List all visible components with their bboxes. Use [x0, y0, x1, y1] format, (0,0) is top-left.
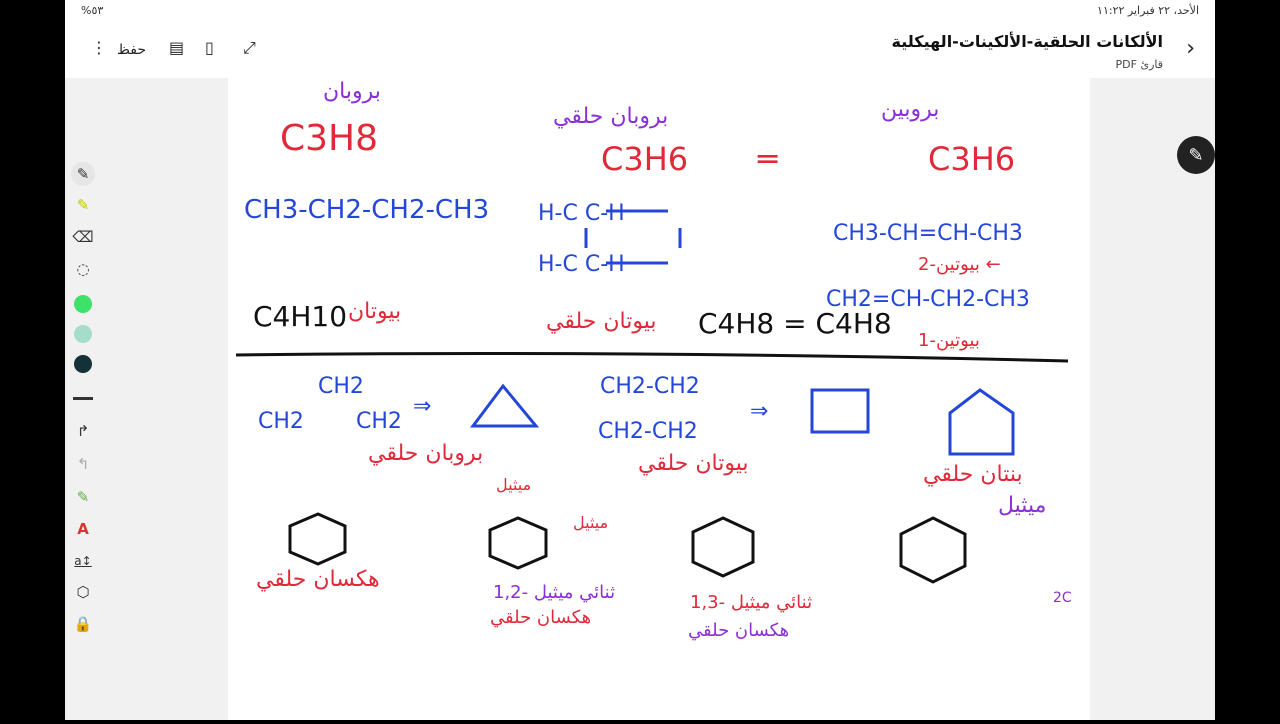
note-butane-formula: C4H10 [253, 300, 347, 333]
note-cyclopentane: بنتان حلقي [923, 462, 1023, 487]
note-propane-structure: CH3-CH2-CH2-CH3 [244, 195, 489, 225]
redo-icon[interactable]: ↱ [76, 422, 90, 440]
note-methyl-a: ميثيل [998, 493, 1046, 518]
document-settings-icon[interactable]: ▤ [169, 38, 185, 57]
shapes-icon[interactable]: ⬡ [76, 583, 90, 601]
fullscreen-icon[interactable]: ⤢ [243, 38, 256, 57]
pentagon-shape [948, 388, 1015, 456]
color-dark[interactable] [71, 352, 95, 376]
lock-icon[interactable]: 🔒 [73, 615, 93, 633]
pen-icon[interactable]: ✎ [71, 162, 95, 186]
text-size-icon[interactable]: a↕ [74, 554, 92, 568]
note-propane: بروبان [323, 79, 381, 104]
cyclobutane-structure [584, 209, 682, 265]
arrow-icon: ⇒ [413, 394, 431, 419]
status-bar: %٥٣ الأحد، ٢٢ فبراير ١١:٢٢ [65, 0, 1215, 22]
note-methyl-b: ميثيل [496, 475, 531, 494]
note-methyl-c: ميثيل [573, 513, 608, 532]
marker-icon[interactable]: ✎ [76, 488, 90, 506]
arrow-icon: ⇒ [750, 399, 768, 424]
edit-pen-button[interactable]: ✎ [1177, 136, 1215, 174]
dimethylcyclohexane-12-shape [488, 516, 548, 570]
back-chevron-icon[interactable]: › [1186, 36, 1195, 61]
handwritten-notes: بروبان C3H8 CH3-CH2-CH2-CH3 بروبان حلقي … [235, 79, 1072, 641]
dimethylcyclohexane-13-shape [691, 516, 755, 578]
note-ring-bottom: H-C C-H [538, 252, 625, 277]
eraser-icon[interactable]: ⌫ [72, 228, 94, 246]
note-butene1: CH2=CH-CH2-CH3 [826, 287, 1030, 312]
color-green[interactable] [71, 292, 95, 316]
note-butene1-name: 1-بيوتين [918, 330, 980, 351]
text-style-icon[interactable]: A [77, 520, 89, 538]
note-butene2: CH3-CH=CH-CH3 [833, 221, 1023, 246]
more-icon[interactable]: ⋮ [91, 38, 107, 57]
note-ring-top: H-C C-H [538, 201, 625, 226]
note-c3h6-b: C3H6 [928, 140, 1015, 178]
lasso-icon[interactable]: ◌ [76, 260, 90, 278]
date-time: الأحد، ٢٢ فبراير ١١:٢٢ [1097, 4, 1199, 17]
header: › الألكانات الحلقية-الألكينات-الهيكلية ق… [65, 22, 1215, 78]
note-cb-bottom: CH2-CH2 [598, 419, 698, 444]
note-butene2-name: 2-بيوتين ← [918, 254, 1001, 275]
note-cyclopropane-2: بروبان حلقي [368, 441, 483, 466]
save-button[interactable]: حفظ [117, 42, 147, 58]
document-title: الألكانات الحلقية-الألكينات-الهيكلية [891, 32, 1163, 51]
undo-icon[interactable]: ↰ [76, 455, 90, 473]
note-ec: 2C [1053, 590, 1072, 606]
note-propane-formula: C3H8 [280, 118, 378, 159]
note-cyclopropane: بروبان حلقي [553, 104, 668, 129]
note-ch2-left: CH2 [258, 409, 304, 434]
note-propene: بروبين [881, 97, 939, 122]
note-c3h6-a: C3H6 [601, 140, 688, 178]
note-hexane-a: هكسان حلقي [490, 607, 591, 628]
note-hexane-b: هكسان حلقي [688, 620, 789, 641]
note-cyclohexane: هكسان حلقي [256, 567, 380, 592]
note-cb-top: CH2-CH2 [600, 374, 700, 399]
battery-status: %٥٣ [81, 4, 104, 17]
note-ch2-top: CH2 [318, 374, 364, 399]
pdf-page[interactable]: بروبان C3H8 CH3-CH2-CH2-CH3 بروبان حلقي … [228, 78, 1090, 720]
note-c4h8: C4H8 = C4H8 [698, 307, 892, 340]
stroke-width[interactable] [71, 386, 95, 410]
divider-line [235, 351, 1069, 363]
note-dimethyl-b: 1,3- ثنائي ميثيل [690, 592, 812, 613]
note-cyclobutane-2: بيوتان حلقي [638, 451, 748, 476]
triangle-shape [470, 383, 540, 428]
color-mint[interactable] [71, 322, 95, 346]
note-equals: ═ [757, 140, 778, 178]
highlighter-icon[interactable]: ✎ [76, 196, 90, 214]
note-dimethyl-a: 1,2- ثنائي ميثيل [493, 582, 615, 603]
note-butane: بيوتان [348, 299, 401, 324]
note-ch2-right: CH2 [356, 409, 402, 434]
cyclohexane-shape [288, 512, 347, 566]
ethylcyclohexane-shape [899, 516, 967, 584]
note-cyclobutane: بيوتان حلقي [546, 309, 656, 334]
pdf-reader-app: %٥٣ الأحد، ٢٢ فبراير ١١:٢٢ › الألكانات ا… [65, 0, 1215, 720]
document-subtitle: قارئ PDF [1115, 58, 1163, 71]
square-shape [810, 388, 870, 434]
book-view-icon[interactable]: ▯ [205, 38, 214, 57]
